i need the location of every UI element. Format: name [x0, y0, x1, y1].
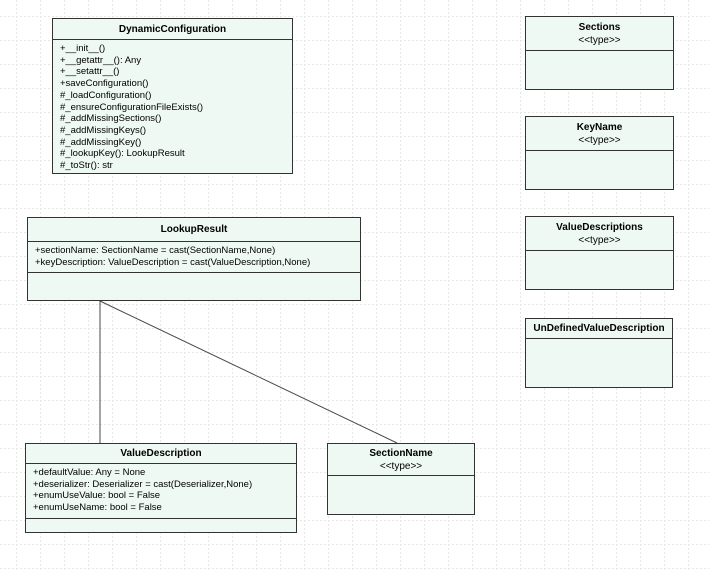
class-title: ValueDescription [26, 444, 296, 464]
attribute-line: +enumUseValue: bool = False [33, 490, 161, 502]
class-box-sections[interactable]: Sections <<type>> [525, 16, 674, 90]
class-body-empty [526, 151, 673, 189]
attribute-line: +deserializer: Deserializer = cast(Deser… [33, 478, 253, 490]
class-box-undefinedvaluedescription[interactable]: UnDefinedValueDescription [525, 318, 673, 388]
method-line: #_loadConfiguration() [60, 89, 152, 101]
class-box-sectionname[interactable]: SectionName <<type>> [327, 443, 475, 515]
class-stereotype: <<type>> [578, 134, 621, 146]
class-methods: +__init__() +__getattr__(): Any +__setat… [53, 40, 292, 173]
method-line: #_addMissingSections() [60, 113, 162, 125]
class-name: SectionName [369, 447, 433, 459]
class-stereotype: <<type>> [578, 34, 621, 46]
class-body-empty [28, 272, 360, 300]
class-box-dynamicconfiguration[interactable]: DynamicConfiguration +__init__() +__geta… [52, 18, 293, 174]
class-box-keyname[interactable]: KeyName <<type>> [525, 116, 674, 190]
class-name: Sections [578, 21, 621, 33]
class-name: DynamicConfiguration [118, 23, 227, 35]
attribute-line: +enumUseName: bool = False [33, 502, 162, 514]
class-box-valuedescriptions[interactable]: ValueDescriptions <<type>> [525, 216, 674, 290]
attribute-line: +keyDescription: ValueDescription = cast… [35, 256, 311, 268]
attribute-line: +sectionName: SectionName = cast(Section… [35, 245, 276, 256]
attribute-line: +defaultValue: Any = None [33, 467, 146, 478]
method-line: +__setattr__() [60, 66, 120, 78]
class-box-valuedescription[interactable]: ValueDescription +defaultValue: Any = No… [25, 443, 297, 533]
method-line: #_lookupKey(): LookupResult [60, 148, 185, 160]
class-name: ValueDescriptions [556, 221, 643, 233]
class-title: Sections <<type>> [526, 17, 673, 51]
class-title: DynamicConfiguration [53, 19, 292, 40]
class-box-lookupresult[interactable]: LookupResult +sectionName: SectionName =… [27, 217, 361, 301]
class-body-empty [526, 339, 672, 387]
class-body-empty [328, 476, 474, 514]
class-title: LookupResult [28, 218, 360, 242]
class-body-empty [526, 251, 673, 289]
method-line: #_addMissingKey() [60, 136, 142, 148]
class-name: KeyName [576, 121, 623, 133]
method-line: #_toStr(): str [60, 160, 113, 172]
method-line: #_addMissingKeys() [60, 124, 147, 136]
class-stereotype: <<type>> [578, 234, 621, 246]
method-line: +saveConfiguration() [60, 78, 149, 90]
class-body-empty [526, 51, 673, 89]
method-line: #_ensureConfigurationFileExists() [60, 101, 204, 113]
class-title: UnDefinedValueDescription [526, 319, 672, 339]
class-attributes: +defaultValue: Any = None +deserializer:… [26, 464, 296, 518]
class-stereotype: <<type>> [379, 460, 423, 472]
relation-line-lookupresult-sectionname[interactable] [99, 300, 398, 444]
class-name: UnDefinedValueDescription [533, 323, 665, 334]
class-title: KeyName <<type>> [526, 117, 673, 151]
class-title: SectionName <<type>> [328, 444, 474, 476]
method-line: +__getattr__(): Any [60, 54, 142, 66]
class-name: ValueDescription [120, 448, 202, 459]
class-name: LookupResult [160, 224, 228, 235]
class-attributes: +sectionName: SectionName = cast(Section… [28, 242, 360, 272]
class-title: ValueDescriptions <<type>> [526, 217, 673, 251]
class-body-empty [26, 518, 296, 532]
method-line: +__init__() [60, 43, 106, 54]
